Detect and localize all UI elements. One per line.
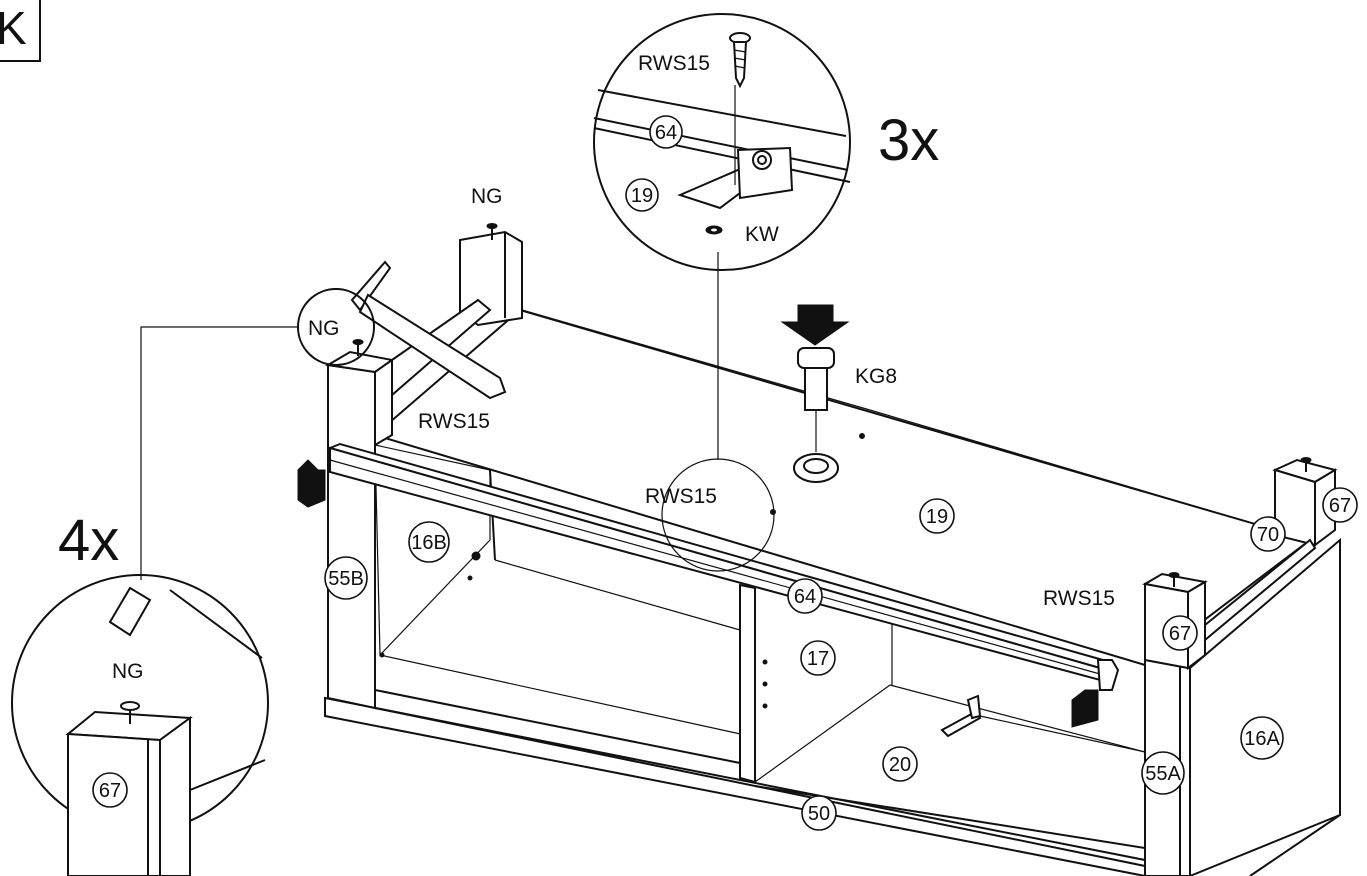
part-55b: 55B [328, 568, 364, 590]
part-16b: 16B [411, 532, 447, 554]
part-17: 17 [807, 648, 829, 670]
part-70: 70 [1257, 524, 1279, 546]
part-bubble: 55B [324, 556, 368, 600]
nail-icon [352, 223, 1312, 587]
part-50: 50 [808, 803, 830, 825]
glide-icon [780, 304, 850, 483]
part-64-detail: 64 [655, 122, 677, 144]
part-bubble: 70 [1250, 516, 1286, 552]
part-19-detail: 19 [631, 185, 653, 207]
label-kg8: KG8 [855, 365, 897, 388]
part-20: 20 [889, 754, 911, 776]
part-64: 64 [794, 586, 816, 608]
part-bubble: 20 [882, 746, 918, 782]
label-ng-left: NG [112, 660, 144, 683]
part-19: 19 [926, 506, 948, 528]
step-indicator: K [0, 0, 41, 62]
part-bubble: 67 [92, 772, 128, 808]
cabinet-body [297, 223, 1341, 876]
washer-icon [705, 225, 723, 235]
label-rws15-centre: RWS15 [645, 485, 717, 508]
multiplier-top: 3x [878, 108, 939, 173]
label-rws15-left: RWS15 [418, 410, 490, 433]
detail-left [11, 574, 269, 876]
step-label: K [0, 2, 27, 54]
part-16a: 16A [1244, 728, 1280, 750]
arrow-icon [297, 459, 326, 508]
arrow-icon [1071, 689, 1099, 728]
label-rws15-detail: RWS15 [638, 52, 710, 75]
detail-top [593, 13, 851, 271]
part-bubble: 64 [649, 115, 683, 149]
part-55a: 55A [1145, 763, 1181, 785]
part-bubble: 16A [1240, 716, 1284, 760]
part-bubble: 50 [801, 795, 837, 831]
multiplier-left: 4x [58, 508, 119, 573]
part-bubble: 67 [1162, 615, 1198, 651]
part-bubble: 17 [800, 640, 836, 676]
label-rws15-right: RWS15 [1043, 587, 1115, 610]
part-bubble: 64 [787, 578, 823, 614]
part-bubble: 19 [625, 178, 659, 212]
label-ng-callout: NG [308, 317, 340, 340]
part-67-back: 67 [1329, 495, 1351, 517]
label-ng-top: NG [471, 185, 503, 208]
part-67-front: 67 [1169, 623, 1191, 645]
part-67-detail: 67 [99, 780, 121, 802]
part-bubble: 55A [1141, 751, 1185, 795]
part-bubble: 16B [408, 521, 450, 563]
part-bubble: 67 [1322, 487, 1358, 523]
screw-icon [729, 32, 751, 89]
part-bubble: 19 [919, 498, 955, 534]
nail-icon [120, 701, 140, 724]
label-kw: KW [745, 223, 779, 246]
